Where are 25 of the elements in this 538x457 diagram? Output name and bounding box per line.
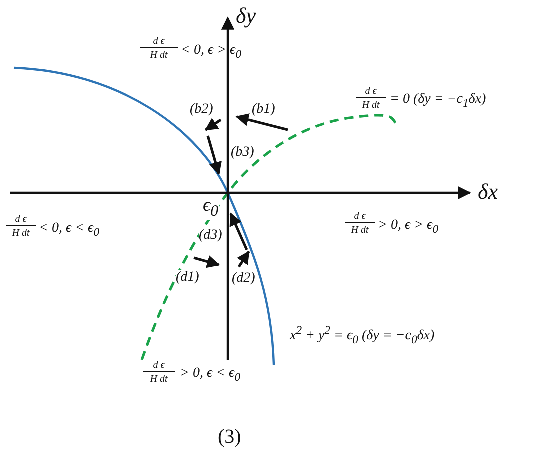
formula-text: < 0, ϵ < ϵ$_{0}$ [39,221,100,240]
axis-label: δx [478,180,498,204]
fraction-numerator: d ϵ [345,211,375,223]
fraction-numerator: d ϵ [140,36,178,48]
arrow-label: (b1) [252,102,276,118]
fraction-numerator: d ϵ [356,86,386,98]
axis-label: δy [236,4,256,28]
fraction-denominator: H dt [11,228,31,239]
arrow-label: (d1) [176,270,200,286]
formula-text: = 0 (δy = −c$_{1}$δx) [390,92,486,111]
fraction-denominator: H dt [149,50,169,61]
fraction-denominator: H dt [361,100,381,111]
arrow-label: (b2) [190,102,214,118]
fraction-numerator: d ϵ [6,214,36,226]
fraction-denominator: H dt [149,374,169,385]
formula-text: < 0, ϵ > ϵ$_{0}$ [181,43,242,62]
figure-number: (3) [218,426,242,448]
formula-text: > 0, ϵ > ϵ$_{0}$ [378,218,439,237]
formula-text: x$^{2}$ + y$^{2}$ = ϵ$_{0}$ (δy = −c$_{0}$δx) [290,325,435,348]
fraction-denominator: H dt [350,225,370,236]
arrow-label: (b3) [231,145,254,160]
arrow-label: (d3) [199,228,222,244]
fraction-numerator: d ϵ [143,360,175,372]
formula-text: > 0, ϵ < ϵ$_{0}$ [180,366,241,385]
arrow-label: (d2) [232,271,256,286]
